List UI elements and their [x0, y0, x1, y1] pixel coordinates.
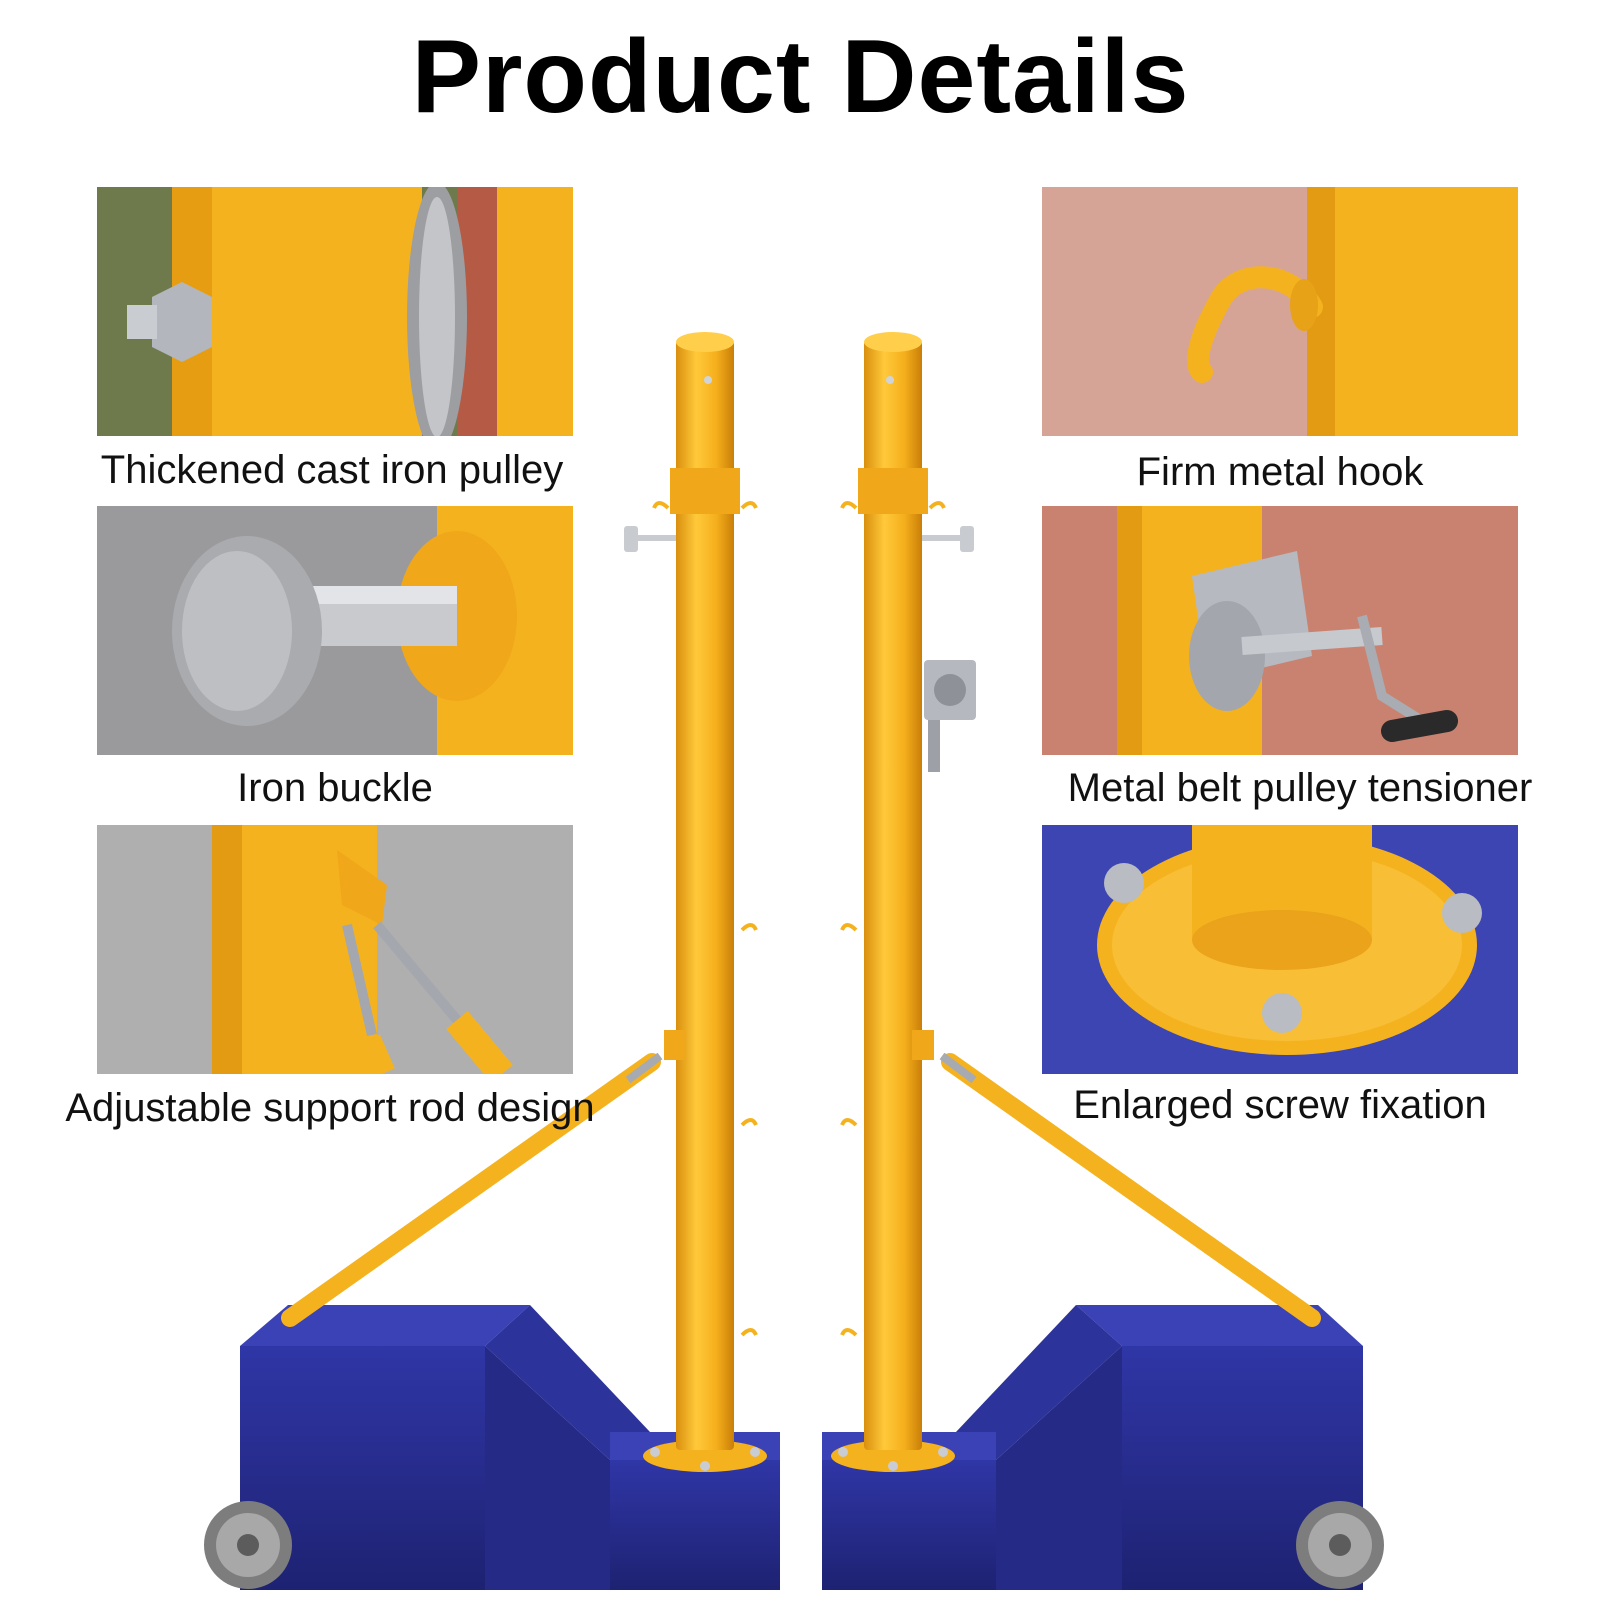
tensioner-photo: [1042, 506, 1518, 755]
belt-pulley-tensioner-icon: [1042, 506, 1518, 755]
pulley-caption: Thickened cast iron pulley: [100, 448, 564, 492]
right-net-post: [822, 332, 1384, 1590]
iron-buckle-knob-icon: [97, 506, 573, 755]
base-screw-plate-icon: [1042, 825, 1518, 1074]
cast-iron-pulley-icon: [97, 187, 573, 436]
screw-fixation-caption: Enlarged screw fixation: [1073, 1083, 1487, 1127]
buckle-photo: [97, 506, 573, 755]
page-title: Product Details: [411, 19, 1190, 135]
left-net-post: [204, 332, 780, 1590]
screw-fixation-photo: [1042, 825, 1518, 1074]
support-rod-caption: Adjustable support rod design: [65, 1086, 595, 1130]
pulley-photo: [97, 187, 573, 436]
buckle-caption: Iron buckle: [237, 766, 433, 810]
support-rod-photo: [97, 825, 573, 1074]
hook-photo: [1042, 187, 1518, 436]
metal-hook-icon: [1042, 187, 1518, 436]
support-rod-clamp-icon: [97, 825, 573, 1074]
tensioner-caption: Metal belt pulley tensioner: [1067, 766, 1533, 810]
hook-caption: Firm metal hook: [1136, 450, 1424, 494]
